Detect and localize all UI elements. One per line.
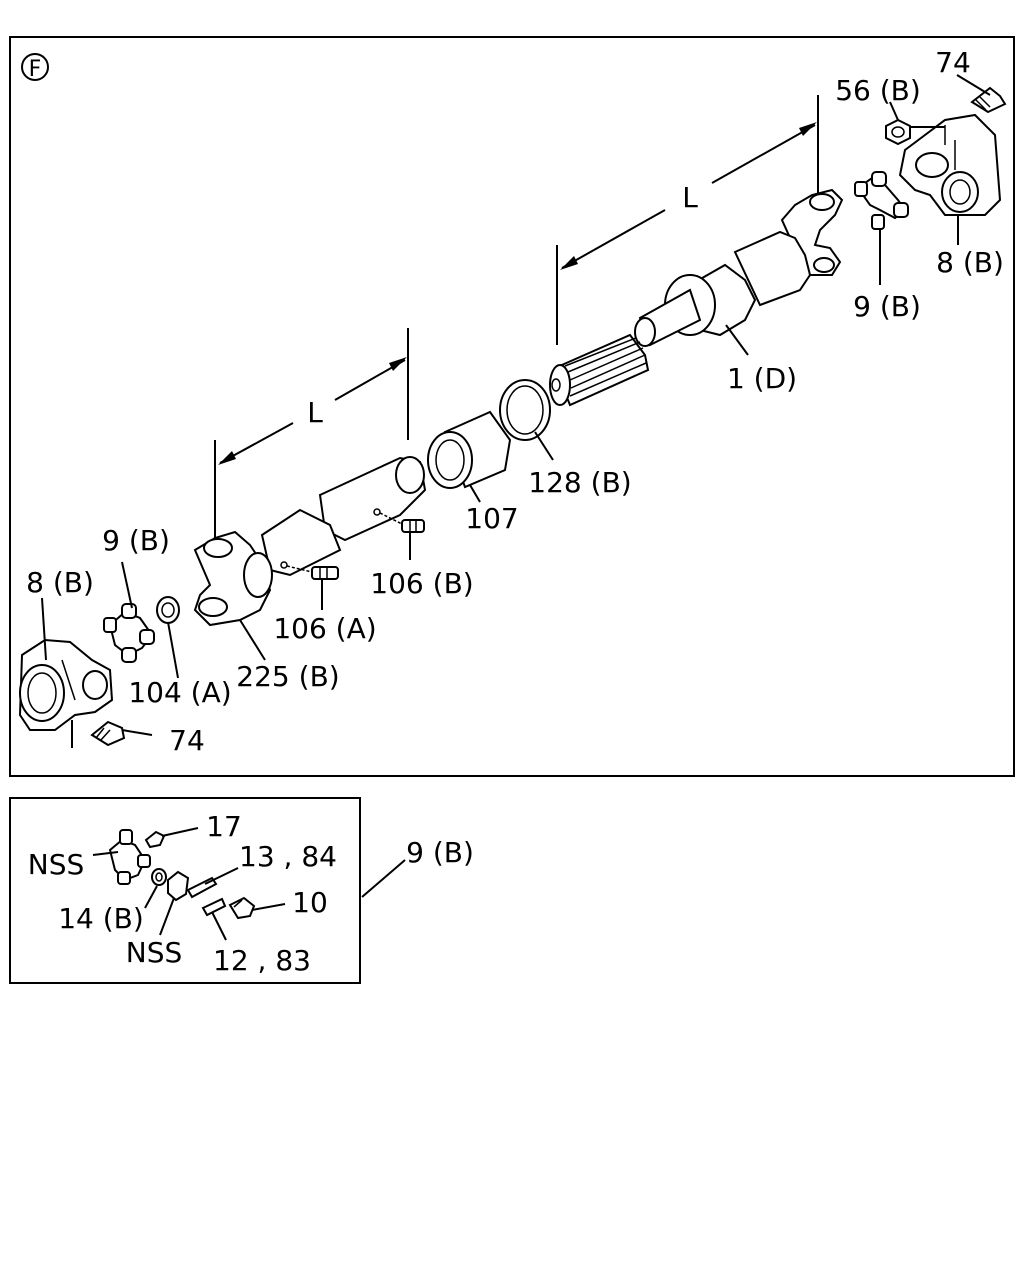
label-74-bottom: 74 <box>169 724 205 757</box>
ring-128b <box>499 379 551 441</box>
leader-9b-left <box>121 561 133 609</box>
label-104a: 104 (A) <box>128 676 231 709</box>
nut-56b <box>885 118 911 146</box>
u-joint-left <box>103 603 155 663</box>
label-8b-right: 8 (B) <box>936 246 1004 279</box>
slip-yoke-225b <box>193 508 342 627</box>
dimension-l-lower <box>214 328 409 540</box>
leader-nss-top <box>92 851 119 856</box>
label-14b: 14 (B) <box>58 902 144 935</box>
leader-106a-dash <box>286 565 313 573</box>
leader-12-83 <box>211 911 227 941</box>
label-225b: 225 (B) <box>236 660 339 693</box>
leader-13-84 <box>204 867 239 885</box>
section-marker: F <box>29 57 42 82</box>
yoke-right <box>780 188 844 276</box>
leader-225b <box>239 619 266 661</box>
flange-left <box>18 638 114 731</box>
u-joint-right <box>854 171 909 230</box>
leader-17 <box>161 827 199 837</box>
detail-cross-nss <box>108 829 151 885</box>
label-l-lower: L <box>307 396 323 429</box>
leader-1d <box>725 324 749 356</box>
splined-shaft <box>549 333 650 407</box>
grease-nipple-106a <box>311 566 339 580</box>
label-9b-right: 9 (B) <box>853 290 921 323</box>
label-8b-left: 8 (B) <box>26 566 94 599</box>
label-106b: 106 (B) <box>370 567 473 600</box>
seal-104a <box>156 596 180 624</box>
label-nss-bottom: NSS <box>126 936 183 969</box>
detail-seal-14b <box>151 868 167 886</box>
main-diagram-frame <box>9 36 1015 777</box>
leader-104a <box>167 621 179 679</box>
leader-74-top <box>956 74 991 96</box>
shaft-tube-upper <box>634 230 812 347</box>
leader-107 <box>469 484 481 503</box>
detail-inset-frame <box>9 797 361 984</box>
label-1d: 1 (D) <box>727 362 797 395</box>
bolt-74-top <box>970 86 1007 114</box>
flange-right <box>898 113 1002 216</box>
leader-74-bottom <box>121 729 153 736</box>
detail-cup-nss <box>167 870 190 902</box>
label-56b: 56 (B) <box>835 74 921 107</box>
leader-14b <box>144 885 158 909</box>
detail-bolt-10 <box>228 896 256 920</box>
bolt-74-bottom <box>90 720 126 747</box>
label-17: 17 <box>206 810 242 843</box>
label-12-83: 12 , 83 <box>213 944 311 977</box>
label-13-84: 13 , 84 <box>239 840 337 873</box>
detail-plate-12-83 <box>201 897 227 917</box>
label-l-upper: L <box>682 181 698 214</box>
label-106a: 106 (A) <box>273 612 376 645</box>
grease-nipple-106b <box>401 519 425 533</box>
section-marker-circle <box>21 53 49 81</box>
sleeve-107 <box>427 410 512 489</box>
leader-10 <box>251 903 286 911</box>
label-10: 10 <box>292 886 328 919</box>
leader-56b-down <box>889 101 899 121</box>
label-107: 107 <box>465 502 518 535</box>
label-ref-9b: 9 (B) <box>406 836 474 869</box>
label-nss-top: NSS <box>28 848 85 881</box>
label-128b: 128 (B) <box>528 466 631 499</box>
leader-nss-bottom <box>159 897 175 936</box>
label-9b-left: 9 (B) <box>102 524 170 557</box>
leader-106b-dash <box>379 512 403 525</box>
leader-128b <box>534 431 554 461</box>
dimension-l-upper <box>556 95 819 345</box>
leader-ref-9b <box>361 859 406 898</box>
leader-8b-left <box>41 597 47 661</box>
label-74-top: 74 <box>935 46 971 79</box>
detail-grease-nipple-17 <box>144 830 166 849</box>
